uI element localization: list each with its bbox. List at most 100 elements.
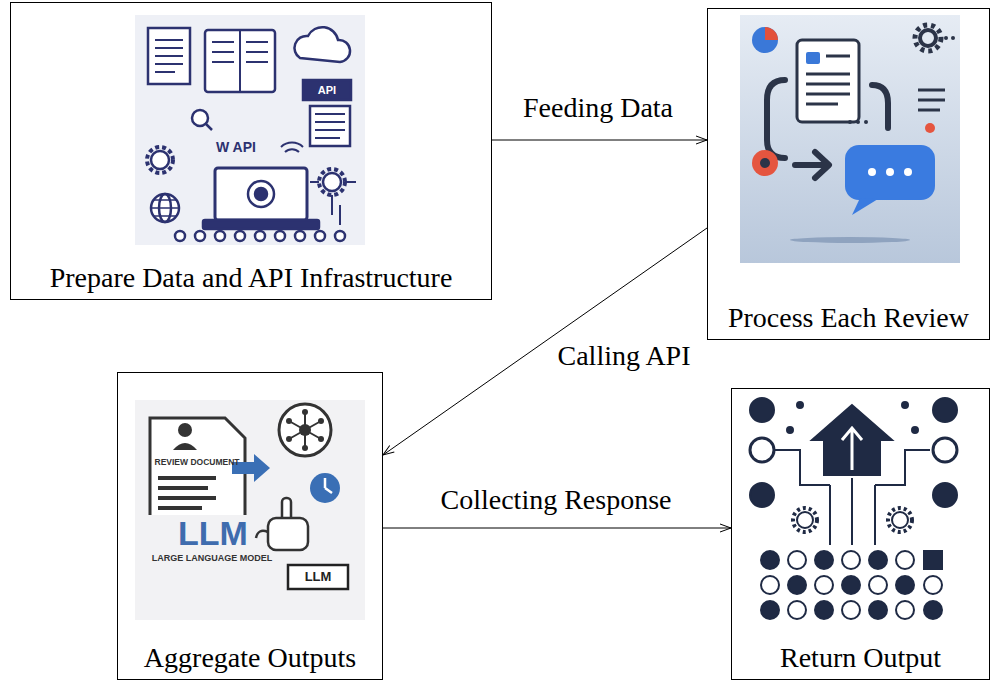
llm-illustration xyxy=(286,418,292,424)
output-illustration xyxy=(869,576,887,594)
output-illustration xyxy=(888,508,912,532)
caption-holder: Return Output xyxy=(732,642,989,674)
infrastructure-illustration xyxy=(151,194,179,222)
infrastructure-illustration xyxy=(310,106,350,146)
output-illustration xyxy=(842,576,860,594)
process-box: Aggregate Outputs xyxy=(117,372,383,680)
review-processing-illustration xyxy=(806,56,850,104)
output-illustration xyxy=(793,508,817,532)
output-illustration xyxy=(815,551,833,569)
infrastructure-illustration xyxy=(212,30,268,92)
infrastructure-illustration xyxy=(175,231,185,241)
llm-illustration xyxy=(302,445,308,451)
llm-illustration xyxy=(279,404,331,456)
review-processing-illustration xyxy=(856,120,860,124)
infrastructure-illustration xyxy=(295,231,305,241)
infrastructure-illustration xyxy=(203,220,319,229)
infrastructure-illustration xyxy=(155,40,183,72)
review-processing-illustration xyxy=(915,25,941,51)
illustration-text: W API xyxy=(216,140,256,155)
review-processing-illustration xyxy=(925,123,935,133)
output-illustration xyxy=(787,427,793,433)
output-illustration xyxy=(896,601,914,619)
output-illustration xyxy=(842,428,862,470)
review-processing-illustration xyxy=(806,52,820,64)
review-processing-illustration xyxy=(752,27,778,53)
infrastructure-illustration xyxy=(151,151,169,169)
infrastructure-illustration xyxy=(195,231,205,241)
llm-illustration xyxy=(135,400,365,620)
caption-holder: Process Each Review xyxy=(708,302,989,334)
review-processing-illustration xyxy=(760,158,770,168)
llm-illustration xyxy=(325,478,332,493)
infrastructure-illustration xyxy=(310,182,356,225)
output-illustration xyxy=(933,483,957,507)
infrastructure-illustration xyxy=(303,80,351,100)
box-caption: Aggregate Outputs xyxy=(144,642,356,674)
output-illustration xyxy=(924,576,942,594)
infrastructure-illustration xyxy=(205,30,275,92)
output-illustration xyxy=(761,576,779,594)
review-processing-illustration xyxy=(864,120,868,124)
box-caption: Process Each Review xyxy=(728,302,969,334)
output-illustration xyxy=(896,576,914,594)
review-processing-illustration xyxy=(797,40,859,122)
infrastructure-illustration xyxy=(315,114,345,138)
review-processing-illustration xyxy=(795,152,829,178)
llm-illustration xyxy=(158,486,208,490)
output-illustration xyxy=(797,402,803,408)
output-illustration xyxy=(788,551,806,569)
infrastructure-illustration xyxy=(248,181,274,207)
output-illustration xyxy=(750,438,774,462)
review-processing-illustration xyxy=(920,30,936,46)
llm-illustration xyxy=(150,418,245,515)
llm-illustration xyxy=(268,518,308,550)
review-processing-illustration xyxy=(918,90,945,110)
llm-illustration xyxy=(318,436,324,442)
review-processing-illustration xyxy=(848,120,852,124)
illustration-text: REVIEW DOCUMENT xyxy=(155,458,240,467)
output-illustration xyxy=(896,551,914,569)
llm-illustration xyxy=(310,473,340,503)
output-illustration xyxy=(933,398,957,422)
review-processing-illustration xyxy=(852,198,878,215)
illustration-text: API xyxy=(318,84,336,96)
output-illustration xyxy=(745,392,960,628)
llm-illustration xyxy=(256,531,268,538)
llm-illustration xyxy=(158,496,216,500)
llm-illustration xyxy=(318,418,324,424)
llm-illustration xyxy=(288,565,348,589)
output-illustration xyxy=(812,405,892,475)
infrastructure-illustration xyxy=(215,168,307,220)
llm-illustration xyxy=(158,476,216,480)
llm-illustration xyxy=(173,443,197,450)
infrastructure-illustration xyxy=(315,231,325,241)
caption-holder: Aggregate Outputs xyxy=(118,642,382,674)
process-box: Return Output xyxy=(731,388,990,680)
infrastructure-illustration xyxy=(255,231,265,241)
infrastructure-illustration xyxy=(206,124,212,130)
infrastructure-illustration xyxy=(255,188,267,200)
output-illustration xyxy=(933,438,957,462)
output-illustration xyxy=(815,576,833,594)
review-processing-illustration xyxy=(868,168,876,176)
review-processing-illustration xyxy=(767,80,785,158)
output-illustration xyxy=(815,601,833,619)
output-illustration xyxy=(750,483,774,507)
output-illustration xyxy=(869,601,887,619)
output-illustration xyxy=(745,392,960,628)
infrastructure-illustration xyxy=(275,231,285,241)
caption-holder: Prepare Data and API Infrastructure xyxy=(11,262,491,294)
review-processing-illustration xyxy=(872,85,888,128)
edge-label: Feeding Data xyxy=(520,92,676,124)
review-processing-illustration xyxy=(752,150,778,176)
infrastructure-illustration xyxy=(323,173,341,191)
infrastructure-illustration xyxy=(294,27,350,62)
output-illustration xyxy=(788,601,806,619)
infrastructure-illustration xyxy=(135,15,365,245)
output-illustration xyxy=(761,601,779,619)
llm-illustration xyxy=(286,436,292,442)
flow-arrow xyxy=(383,528,731,529)
